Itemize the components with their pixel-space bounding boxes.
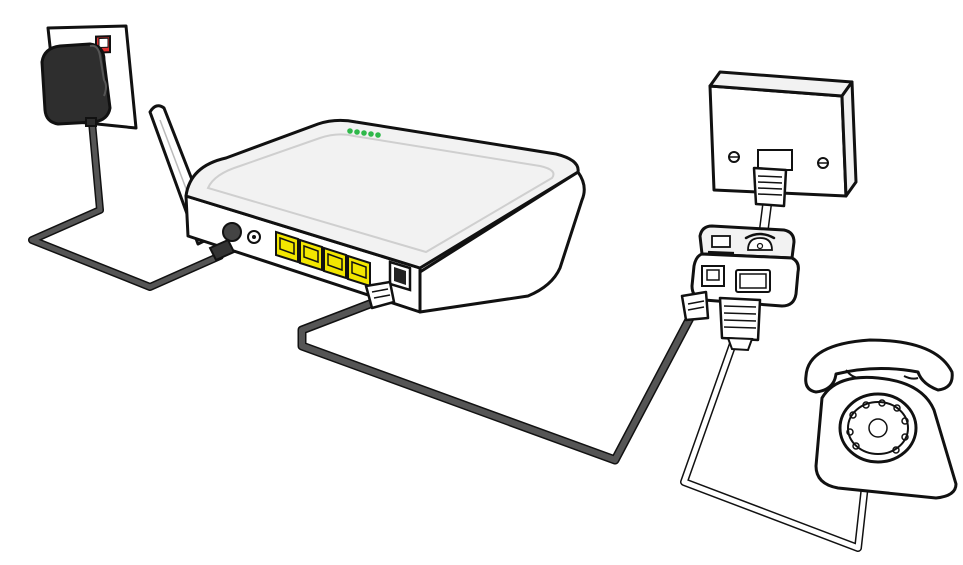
- power-plug-icon: [208, 238, 236, 262]
- phone-line-telephone-cable: [680, 334, 870, 552]
- status-leds: [347, 128, 381, 138]
- filter-phone-plug-icon: [718, 296, 762, 352]
- telephone-icon: [744, 232, 776, 251]
- status-led-icon: [354, 129, 360, 135]
- reset-button-icon: [247, 230, 261, 244]
- dsl-cable: [297, 297, 695, 465]
- lan-port-icon: [323, 246, 347, 280]
- lan-ports: [275, 230, 371, 288]
- dsl-port-icon: [388, 260, 412, 292]
- status-led-icon: [347, 128, 353, 134]
- lan-port-icon: [299, 238, 323, 272]
- filter-phone-port-icon: [735, 269, 771, 293]
- phone-socket-icon: [708, 70, 858, 198]
- status-led-icon: [375, 132, 381, 138]
- rj11-plug-icon: [364, 280, 396, 310]
- rotary-phone-icon: [804, 338, 958, 500]
- power-cable: [28, 118, 224, 291]
- adsl-filter-icon: [690, 224, 800, 308]
- router-icon: [184, 118, 586, 314]
- lan-port-icon: [275, 230, 299, 264]
- status-led-icon: [361, 130, 367, 136]
- plug-adapter-icon: [40, 42, 112, 127]
- phone-socket-plug-icon: [752, 166, 788, 208]
- filter-rj11-plug-icon: [680, 290, 710, 322]
- status-led-icon: [368, 131, 374, 137]
- computer-icon: [707, 235, 735, 255]
- filter-dsl-port-icon: [701, 265, 725, 287]
- dial-icon: [838, 392, 918, 464]
- power-jack-icon: [222, 222, 242, 242]
